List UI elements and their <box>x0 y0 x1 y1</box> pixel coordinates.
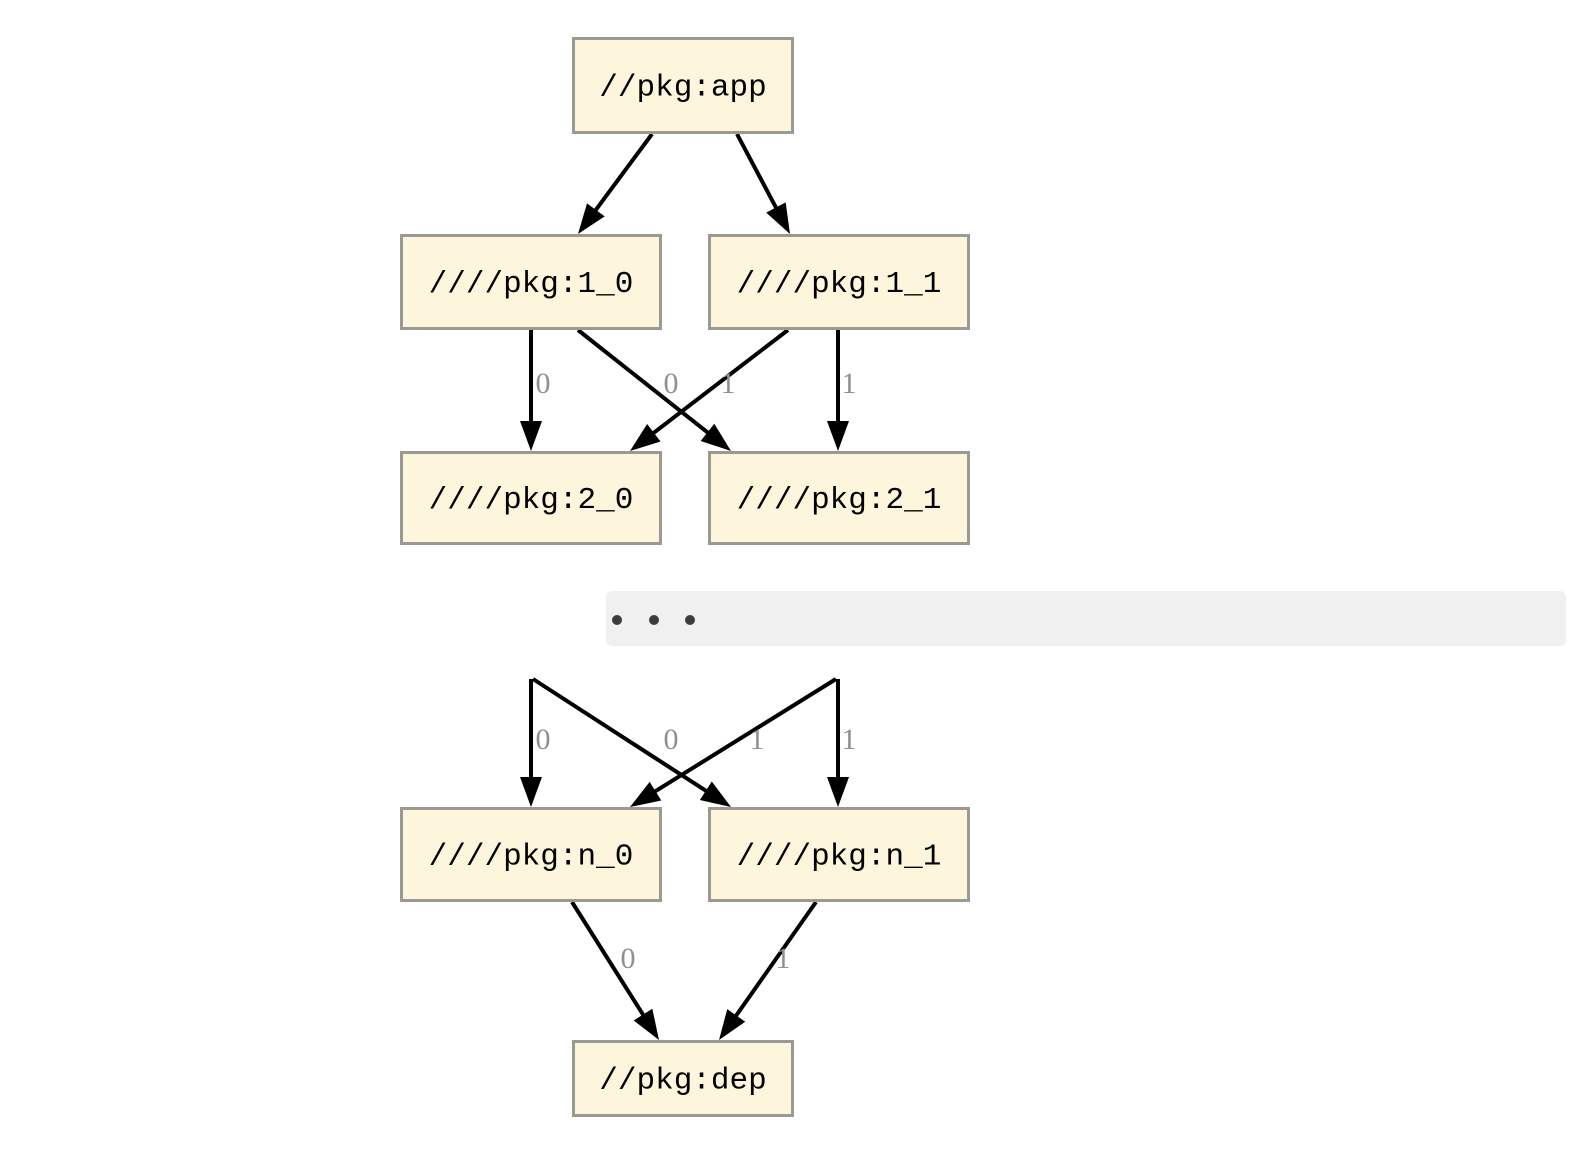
edge-arrowhead-icon <box>827 421 849 451</box>
graph-node-n2_1[interactable]: ////pkg:2_1 <box>708 451 970 545</box>
edge-arrowhead-icon <box>578 203 605 234</box>
edge-arrowhead-icon <box>633 1008 659 1040</box>
graph-edge <box>520 679 542 807</box>
node-label: ////pkg:1_0 <box>429 267 634 302</box>
graph-edge <box>576 328 731 451</box>
edge-line <box>647 328 790 438</box>
ellipsis-dot <box>649 615 659 625</box>
node-box[interactable] <box>572 1040 794 1117</box>
ellipsis-dot <box>685 615 695 625</box>
ellipsis-dot <box>612 615 622 625</box>
graph-edge <box>827 330 849 451</box>
edge-arrowhead-icon <box>699 781 731 807</box>
edges-layer <box>520 132 849 1040</box>
node-box[interactable] <box>708 234 970 330</box>
edge-line <box>531 677 712 796</box>
edge-label: 0 <box>664 723 679 756</box>
node-box[interactable] <box>400 451 662 545</box>
node-label: //pkg:dep <box>599 1064 766 1099</box>
edge-label: 0 <box>664 367 679 400</box>
truncation-band-layer <box>606 591 1566 646</box>
node-label: ////pkg:1_1 <box>737 267 942 302</box>
graph-edge <box>735 133 790 234</box>
graph-node-n1_0[interactable]: ////pkg:1_0 <box>400 234 662 330</box>
edge-line <box>590 132 654 216</box>
nodes-layer: //pkg:app ////pkg:1_0 ////pkg:1_1 ////pkg:2… <box>400 37 970 1117</box>
edge-arrowhead-icon <box>520 777 542 807</box>
edge-arrowhead-icon <box>700 423 731 451</box>
graph-edge <box>531 677 731 807</box>
graph-node-n1_1[interactable]: ////pkg:1_1 <box>708 234 970 330</box>
node-label: ////pkg:n_1 <box>737 840 942 875</box>
edge-line <box>570 900 648 1021</box>
edge-arrowhead-icon <box>520 421 542 451</box>
node-label: ////pkg:n_0 <box>429 840 634 875</box>
node-box[interactable] <box>708 451 970 545</box>
edge-label: 1 <box>750 723 765 756</box>
node-box[interactable] <box>572 37 794 134</box>
node-box[interactable] <box>400 807 662 902</box>
edge-label: 0 <box>536 723 551 756</box>
edge-arrowhead-icon <box>827 777 849 807</box>
node-label: ////pkg:2_0 <box>429 483 634 518</box>
node-label: //pkg:app <box>599 71 766 106</box>
graph-node-nn_0[interactable]: ////pkg:n_0 <box>400 807 662 902</box>
graph-edge <box>578 132 654 234</box>
graph-edge <box>520 330 542 451</box>
edge-arrowhead-icon <box>719 1009 746 1040</box>
edge-label: 1 <box>721 367 736 400</box>
edge-line <box>576 328 714 438</box>
graph-edge <box>719 900 818 1040</box>
node-box[interactable] <box>708 807 970 902</box>
graph-edge <box>630 328 790 451</box>
edge-arrowhead-icon <box>630 424 661 451</box>
graph-edge <box>827 679 849 807</box>
graph-node-nn_1[interactable]: ////pkg:n_1 <box>708 807 970 902</box>
edge-label: 1 <box>842 367 857 400</box>
truncation-band <box>606 591 1566 646</box>
edge-label: 1 <box>776 942 791 975</box>
edge-line <box>735 133 781 214</box>
node-box[interactable] <box>400 234 662 330</box>
graph-node-dep[interactable]: //pkg:dep <box>572 1040 794 1117</box>
graph-edge <box>630 677 838 807</box>
graph-edge <box>570 900 659 1040</box>
edge-arrowhead-icon <box>630 781 662 807</box>
edge-line <box>731 900 818 1022</box>
graph-node-app[interactable]: //pkg:app <box>572 37 794 134</box>
edge-line <box>649 677 838 797</box>
edge-arrowhead-icon <box>766 202 790 234</box>
node-label: ////pkg:2_1 <box>737 483 942 518</box>
graph-node-n2_0[interactable]: ////pkg:2_0 <box>400 451 662 545</box>
edge-label: 0 <box>621 942 636 975</box>
edge-label: 1 <box>842 723 857 756</box>
edge-labels-layer: 0 0 1 1 0 0 1 1 0 1 <box>536 367 857 975</box>
edge-label: 0 <box>536 367 551 400</box>
